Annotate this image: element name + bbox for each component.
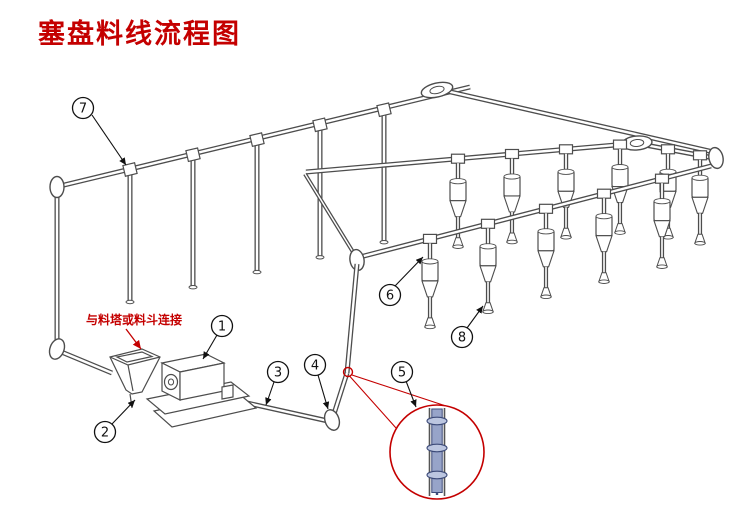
tee-fitting — [376, 102, 392, 118]
callout-circle — [93, 420, 117, 444]
callout-circle — [266, 360, 290, 384]
callout-4: 4 — [303, 353, 330, 410]
callout-number: 2 — [101, 426, 109, 441]
drive-unit-and-hopper — [109, 348, 258, 428]
corner-wheel — [420, 81, 454, 99]
callout-circle — [71, 96, 95, 120]
connection-note-arrow — [125, 328, 142, 350]
detail-source-marker — [342, 366, 354, 378]
callout-number: 7 — [79, 102, 87, 117]
elbow-fitting — [49, 175, 65, 199]
feeder — [691, 150, 709, 246]
callout-leader — [111, 399, 136, 425]
chain-disk — [426, 416, 448, 426]
chain-disk-detail — [342, 366, 485, 500]
chain-disk — [426, 470, 448, 480]
callout-number: 4 — [311, 359, 319, 374]
tee-fitting — [249, 132, 265, 148]
chain-link — [431, 478, 443, 493]
callout-leader — [394, 256, 424, 287]
callout-2: 2 — [93, 399, 136, 444]
callout-number: 5 — [398, 366, 406, 381]
callout-5: 5 — [390, 360, 417, 408]
feeder — [595, 188, 613, 284]
elbow-fitting — [708, 146, 724, 170]
feeder — [557, 144, 575, 240]
drive-unit — [145, 353, 258, 428]
elbow-fitting — [48, 338, 66, 360]
callout-number: 3 — [274, 366, 282, 381]
callout-number: 8 — [458, 331, 466, 346]
tee-fitting — [185, 147, 201, 163]
callout-circle — [303, 353, 327, 377]
connection-note-group: 与料塔或料斗连接 — [86, 312, 182, 350]
callout-leader — [202, 334, 218, 360]
feeder — [537, 203, 555, 300]
callout-7: 7 — [71, 96, 127, 166]
tee-fitting — [312, 117, 328, 133]
elbow-fitting — [323, 409, 341, 431]
feeder — [449, 153, 467, 249]
feeder — [479, 218, 497, 315]
callout-circle — [390, 360, 414, 384]
callout-leader — [317, 374, 330, 410]
callout-leader — [405, 380, 417, 408]
callout-number: 1 — [218, 320, 226, 335]
callout-leader — [91, 114, 127, 166]
pipe-network — [48, 81, 719, 376]
feeder — [653, 173, 671, 269]
callout-8: 8 — [450, 305, 484, 349]
chain-link — [431, 424, 443, 445]
chain-disk — [426, 443, 448, 453]
callout-leader — [265, 381, 275, 406]
callout-number: 6 — [386, 289, 394, 304]
callout-3: 3 — [265, 360, 290, 406]
callout-circle — [378, 283, 402, 307]
chain-link — [431, 451, 443, 472]
callout-1: 1 — [202, 314, 234, 360]
connection-note: 与料塔或料斗连接 — [86, 312, 182, 327]
page-title: 塞盘料线流程图 — [38, 19, 241, 50]
tee-fitting — [122, 162, 138, 177]
front-rail — [303, 146, 724, 272]
callout-circle — [210, 314, 234, 338]
feeder — [421, 233, 439, 330]
front-feeder-row — [421, 173, 671, 330]
callout-leader — [466, 305, 484, 329]
callout-6: 6 — [378, 256, 424, 307]
feeder — [503, 148, 521, 245]
callout-circle — [450, 325, 474, 349]
callouts: 1 2 3 4 5 6 7 8 — [71, 96, 484, 444]
